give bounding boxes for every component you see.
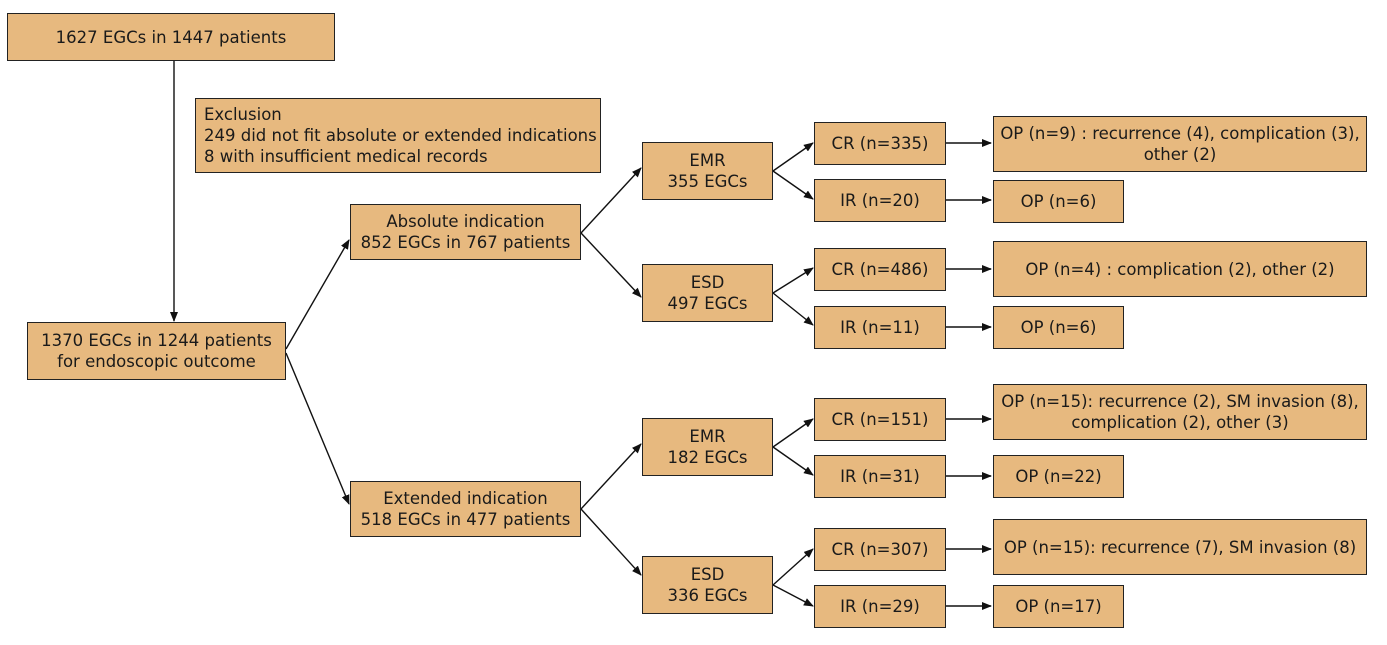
node-text: other (2) [1143, 145, 1217, 164]
ir-emr-absolute-box: IR (n=20) [814, 179, 946, 222]
node-text: 182 EGCs [667, 448, 748, 467]
arrow-esd-ext-to-cr [772, 548, 814, 586]
cr-esd-absolute-box: CR (n=486) [814, 248, 946, 291]
node-text: 1627 EGCs in 1447 patients [55, 27, 287, 47]
node-text: OP (n=15): recurrence (2), SM invasion (… [1001, 392, 1359, 411]
op-cr-esd-absolute-box: OP (n=4) : complication (2), other (2) [993, 241, 1367, 297]
root-cohort-box: 1627 EGCs in 1447 patients [7, 13, 335, 61]
node-text: 1370 EGCs in 1244 patients [41, 331, 272, 350]
node-text: 518 EGCs in 477 patients [360, 510, 571, 529]
node-text: CR (n=307) [831, 540, 929, 559]
node-text: 852 EGCs in 767 patients [360, 233, 571, 252]
op-ir-emr-absolute-box: OP (n=6) [993, 180, 1124, 223]
node-text: 8 with insufficient medical records [204, 147, 488, 166]
node-text: IR (n=20) [840, 191, 920, 210]
arrow-main-to-absolute [285, 239, 350, 350]
ir-emr-extended-box: IR (n=31) [814, 455, 946, 498]
op-ir-esd-extended-box: OP (n=17) [993, 585, 1124, 628]
op-cr-emr-extended-box: OP (n=15): recurrence (2), SM invasion (… [993, 384, 1367, 440]
node-text: EMR [689, 427, 726, 446]
arrow-absolute-to-emr [580, 167, 642, 234]
node-text: 336 EGCs [667, 586, 748, 605]
node-text: OP (n=4) : complication (2), other (2) [1025, 259, 1335, 279]
node-text: OP (n=17) [1015, 597, 1102, 616]
node-text: Exclusion [204, 105, 282, 124]
node-text: ESD [690, 565, 725, 584]
node-text: OP (n=15): recurrence (7), SM invasion (… [1003, 537, 1357, 557]
node-text: 497 EGCs [667, 294, 748, 313]
arrow-emr-abs-to-cr [772, 142, 814, 172]
cr-emr-extended-box: CR (n=151) [814, 398, 946, 441]
arrow-emr-abs-to-ir [772, 170, 814, 200]
emr-absolute-box: EMR 355 EGCs [642, 142, 773, 200]
cr-emr-absolute-box: CR (n=335) [814, 122, 946, 165]
op-cr-esd-extended-box: OP (n=15): recurrence (7), SM invasion (… [993, 519, 1367, 575]
arrow-emr-ext-to-ir [772, 446, 814, 476]
esd-absolute-box: ESD 497 EGCs [642, 264, 773, 322]
arrow-extended-to-emr [580, 443, 642, 510]
cr-esd-extended-box: CR (n=307) [814, 528, 946, 571]
esd-extended-box: ESD 336 EGCs [642, 556, 773, 614]
node-text: Extended indication [383, 489, 548, 508]
exclusion-box: Exclusion 249 did not fit absolute or ex… [195, 98, 601, 173]
arrow-esd-abs-to-cr [772, 267, 814, 294]
extended-indication-box: Extended indication 518 EGCs in 477 pati… [350, 481, 581, 537]
arrow-esd-abs-to-ir [772, 292, 814, 326]
node-text: Absolute indication [386, 212, 545, 231]
node-text: EMR [689, 151, 726, 170]
emr-extended-box: EMR 182 EGCs [642, 418, 773, 476]
node-text: IR (n=29) [840, 597, 920, 616]
node-text: OP (n=22) [1015, 467, 1102, 486]
node-text: OP (n=6) [1020, 318, 1097, 337]
node-text: CR (n=335) [831, 134, 929, 153]
op-ir-esd-absolute-box: OP (n=6) [993, 306, 1124, 349]
ir-esd-absolute-box: IR (n=11) [814, 306, 946, 349]
op-cr-emr-absolute-box: OP (n=9) : recurrence (4), complication … [993, 116, 1367, 172]
node-text: OP (n=6) [1020, 192, 1097, 211]
node-text: IR (n=11) [840, 318, 920, 337]
arrow-extended-to-esd [580, 508, 642, 576]
arrow-emr-ext-to-cr [772, 418, 814, 448]
op-ir-emr-extended-box: OP (n=22) [993, 455, 1124, 498]
node-text: CR (n=486) [831, 260, 929, 279]
node-text: for endoscopic outcome [57, 352, 256, 371]
endoscopic-outcome-box: 1370 EGCs in 1244 patients for endoscopi… [27, 322, 286, 380]
arrow-esd-ext-to-ir [772, 584, 814, 607]
node-text: ESD [690, 273, 725, 292]
node-text: complication (2), other (3) [1071, 413, 1289, 432]
node-text: 249 did not fit absolute or extended ind… [204, 126, 597, 145]
absolute-indication-box: Absolute indication 852 EGCs in 767 pati… [350, 204, 581, 260]
node-text: CR (n=151) [831, 410, 929, 429]
arrow-main-to-extended [285, 352, 350, 505]
node-text: 355 EGCs [667, 172, 748, 191]
ir-esd-extended-box: IR (n=29) [814, 585, 946, 628]
node-text: OP (n=9) : recurrence (4), complication … [1000, 124, 1360, 143]
node-text: IR (n=31) [840, 467, 920, 486]
arrow-absolute-to-esd [580, 232, 642, 298]
